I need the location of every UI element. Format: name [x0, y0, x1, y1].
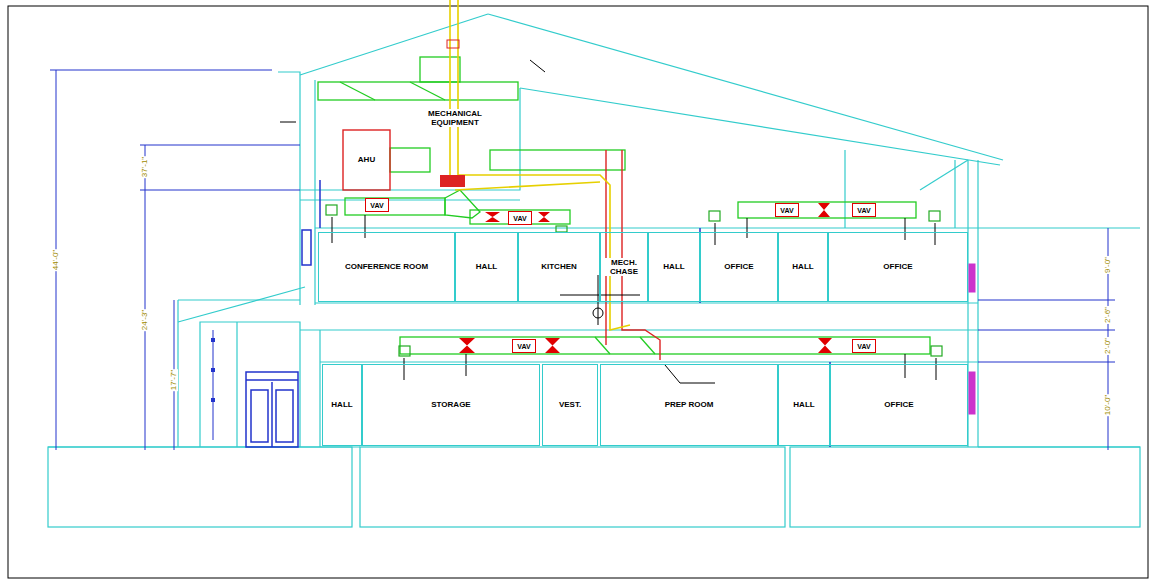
room: MECH. CHASE [600, 232, 648, 302]
room-label: OFFICE [882, 262, 913, 271]
room-label: AHU [357, 155, 376, 165]
vav-label: VAV [857, 207, 870, 214]
air-handling-unit: AHU [343, 130, 390, 190]
vav-label: VAV [370, 202, 383, 209]
dimension-label: 2'-0" [1104, 337, 1112, 355]
room-label: STORAGE [430, 400, 471, 409]
dimension-label: 37'-1" [141, 156, 149, 178]
room-label: PREP ROOM [664, 400, 715, 409]
room: OFFICE [828, 232, 968, 302]
room-label: HALL [791, 262, 814, 271]
vav-label: VAV [857, 343, 870, 350]
vav-box: VAV [512, 339, 536, 353]
room-label: MECH. CHASE [601, 258, 647, 276]
vav-label: VAV [517, 343, 530, 350]
room-label: HALL [475, 262, 498, 271]
vav-label: VAV [513, 215, 526, 222]
dimension-label: 10'-0" [1104, 394, 1112, 416]
room-label: KITCHEN [540, 262, 578, 271]
room: STORAGE [362, 364, 540, 446]
dimension-label: 9'-0" [1104, 256, 1112, 274]
room-label: OFFICE [723, 262, 754, 271]
room: HALL [648, 232, 700, 302]
dimension-label: 44'-0" [52, 249, 60, 271]
room: HALL [455, 232, 518, 302]
room-label: VEST. [558, 400, 582, 409]
room-label: CONFERENCE ROOM [344, 262, 429, 271]
room-label: MECHANICAL EQUIPMENT [405, 109, 505, 127]
room-label: OFFICE [883, 400, 914, 409]
vav-box: VAV [852, 339, 876, 353]
room: HALL [778, 364, 830, 446]
vav-label: VAV [780, 207, 793, 214]
room-label: HALL [662, 262, 685, 271]
vav-box: VAV [365, 198, 389, 212]
dimension-label: 17'-7" [170, 369, 178, 391]
vav-box: VAV [508, 211, 532, 225]
vav-box: VAV [775, 203, 799, 217]
room: OFFICE [700, 232, 778, 302]
room-label: HALL [330, 400, 353, 409]
vav-box: VAV [852, 203, 876, 217]
room: OFFICE [830, 364, 968, 446]
room: PREP ROOM [600, 364, 778, 446]
dimension-label: 24'-3" [141, 309, 149, 331]
dimension-label: 2'-6" [1104, 306, 1112, 324]
room-label: HALL [792, 400, 815, 409]
room: HALL [322, 364, 362, 446]
room: VEST. [542, 364, 598, 446]
room: CONFERENCE ROOM [318, 232, 455, 302]
room: KITCHEN [518, 232, 600, 302]
room: HALL [778, 232, 828, 302]
mechanical-room: MECHANICAL EQUIPMENT AHU [300, 95, 520, 190]
